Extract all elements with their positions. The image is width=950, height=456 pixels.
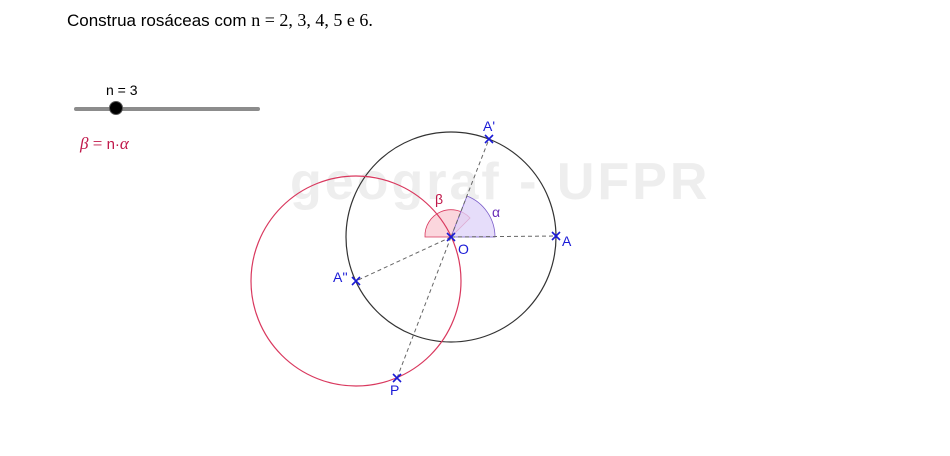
point-o-marker[interactable] bbox=[446, 232, 456, 242]
point-markers[interactable] bbox=[351, 134, 561, 383]
point-a1-marker[interactable] bbox=[484, 134, 494, 144]
dashed-segments bbox=[355, 138, 557, 379]
point-a2-label: A'' bbox=[333, 269, 348, 285]
instruction-math: n = 2, 3, 4, 5 e 6. bbox=[251, 10, 373, 30]
formula-n: n· bbox=[106, 136, 120, 153]
point-p-marker[interactable] bbox=[392, 373, 402, 383]
point-o-label: O bbox=[458, 241, 469, 257]
n-slider[interactable]: n = 3 bbox=[72, 82, 262, 122]
instruction-text: Construa rosáceas com n = 2, 3, 4, 5 e 6… bbox=[67, 10, 373, 31]
point-a-label: A bbox=[562, 233, 572, 249]
point-a1-label: A' bbox=[483, 118, 495, 134]
alpha-angle-sector bbox=[450, 195, 496, 238]
segment-oa2 bbox=[355, 236, 452, 282]
beta-angle-label: β bbox=[435, 191, 443, 207]
point-p-label: P bbox=[390, 382, 399, 398]
point-a2-marker[interactable] bbox=[351, 276, 361, 286]
slider-track[interactable] bbox=[74, 107, 260, 111]
formula-beta: β bbox=[80, 134, 89, 153]
formula-alpha: α bbox=[119, 134, 129, 153]
formula-text: β = n·α bbox=[80, 134, 129, 154]
watermark: geograf - UFPR bbox=[290, 153, 711, 211]
alpha-angle-label: α bbox=[492, 204, 500, 220]
formula-eq: = bbox=[88, 134, 107, 153]
segment-oa1 bbox=[450, 138, 490, 238]
slider-label: n = 3 bbox=[106, 82, 138, 98]
slider-knob[interactable] bbox=[109, 101, 123, 115]
point-a-marker[interactable] bbox=[551, 231, 561, 241]
segment-oa bbox=[450, 235, 557, 238]
red-circle[interactable] bbox=[250, 175, 462, 387]
instruction-prefix: Construa rosáceas com bbox=[67, 11, 252, 30]
